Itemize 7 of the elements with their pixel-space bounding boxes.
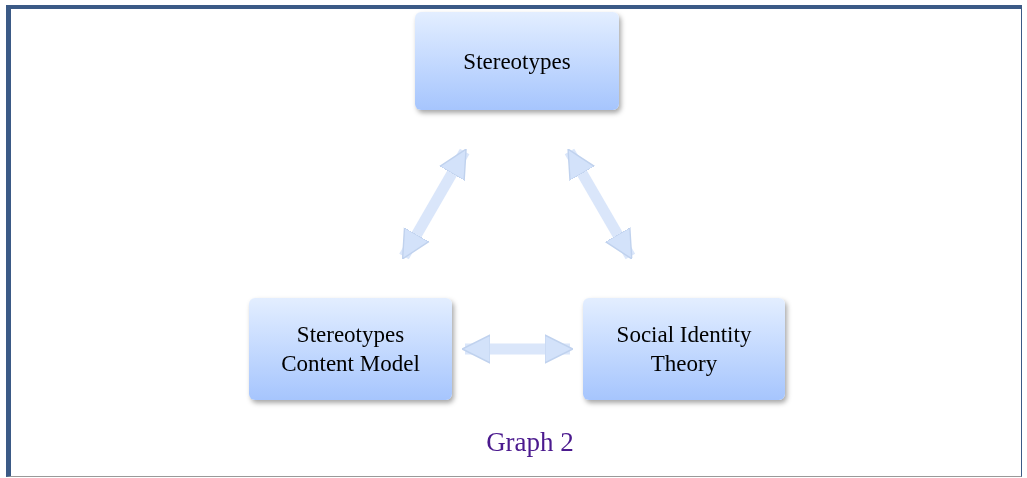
process-box: Stereotypes Content Model bbox=[249, 298, 452, 400]
process-box: Stereotypes bbox=[415, 12, 619, 110]
caption: Graph 2 bbox=[485, 426, 575, 459]
double-arrow bbox=[564, 148, 636, 260]
double-arrow bbox=[461, 334, 574, 364]
double-arrow bbox=[399, 148, 470, 260]
process-box: Social Identity Theory bbox=[583, 298, 785, 400]
